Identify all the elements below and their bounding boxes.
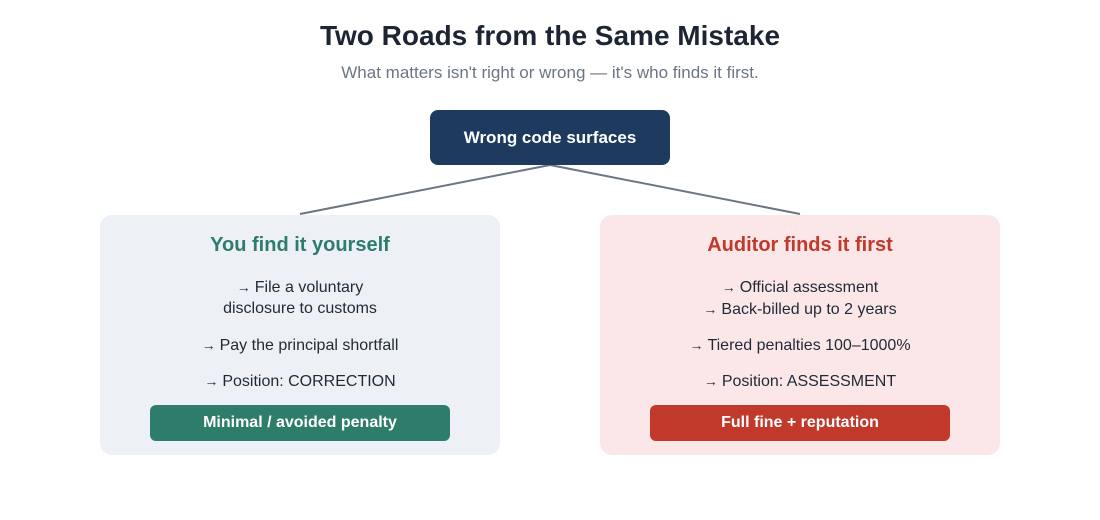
outcome-badge-full-fine: Full fine + reputation <box>650 405 950 441</box>
diagram-subtitle: What matters isn't right or wrong — it's… <box>341 63 759 82</box>
panel-title-auditor-discovery: Auditor finds it first <box>707 234 893 256</box>
list-item: →Official assessment <box>721 279 879 296</box>
list-item: →Tiered penalties 100–1000% <box>689 337 911 354</box>
list-item: →Back-billed up to 2 years <box>703 301 897 318</box>
arrow-icon: → <box>204 373 219 389</box>
root-node: Wrong code surfaces <box>430 110 670 165</box>
panel-auditor-discovery: Auditor finds it first →Official assessm… <box>600 215 1000 455</box>
arrow-icon: → <box>236 279 251 295</box>
list-item: →Position: CORRECTION <box>204 373 396 390</box>
outcome-badge-minimal: Minimal / avoided penalty <box>150 405 450 441</box>
list-item: →File a voluntary <box>236 279 364 296</box>
panel-self-discovery: You find it yourself →File a voluntary d… <box>100 215 500 455</box>
list-item: →Position: ASSESSMENT <box>703 373 897 390</box>
connector-left <box>299 164 551 215</box>
connector-right <box>549 164 801 215</box>
root-node-label: Wrong code surfaces <box>463 127 637 147</box>
arrow-icon: → <box>201 337 216 353</box>
list-item: →Pay the principal shortfall <box>201 337 399 354</box>
arrow-icon: → <box>689 337 704 353</box>
arrow-icon: → <box>703 301 718 317</box>
arrow-icon: → <box>703 373 718 389</box>
arrow-icon: → <box>721 279 736 295</box>
panel-title-self-discovery: You find it yourself <box>210 234 390 256</box>
diagram-title: Two Roads from the Same Mistake <box>319 20 781 51</box>
list-item-continuation: disclosure to customs <box>223 300 377 317</box>
